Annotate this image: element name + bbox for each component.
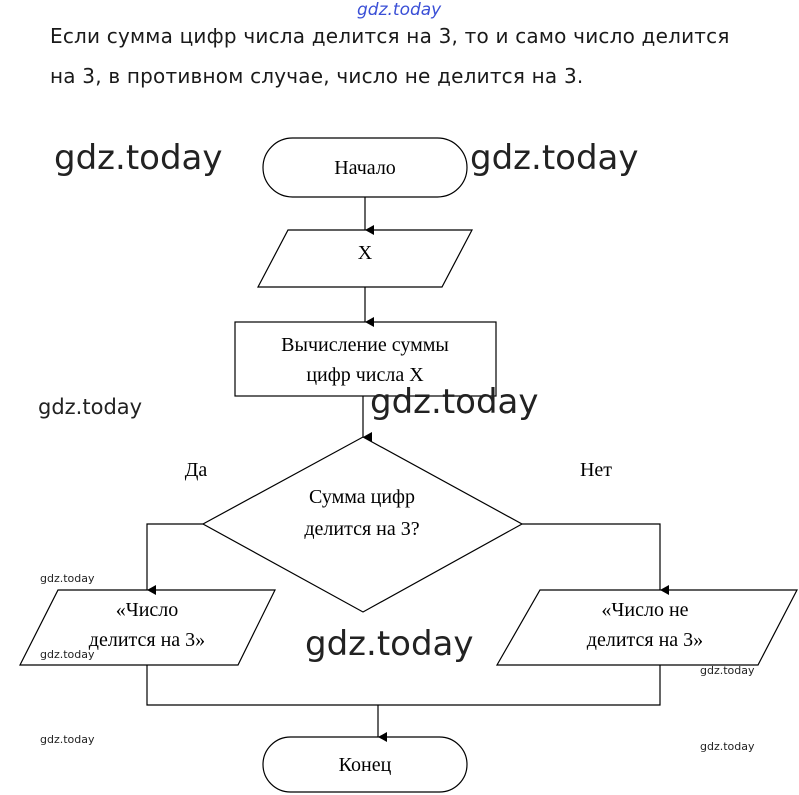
yes-output-label-2: делится на 3» bbox=[89, 629, 205, 651]
no-branch-line bbox=[522, 523, 669, 595]
intro-line-1: Если сумма цифр числа делится на 3, то и… bbox=[50, 24, 730, 48]
no-output-label-1: «Число не bbox=[601, 599, 688, 621]
decision-label-1: Сумма цифр bbox=[309, 486, 415, 508]
decision-diamond bbox=[201, 436, 524, 613]
no-output-parallelogram bbox=[495, 589, 798, 666]
merge-line bbox=[146, 665, 661, 706]
watermark-top: gdz.today bbox=[357, 0, 442, 20]
watermark: gdz.today bbox=[40, 572, 95, 585]
watermark: gdz.today bbox=[305, 624, 474, 664]
process-label-1: Вычисление суммы bbox=[281, 334, 449, 356]
end-label: Конец bbox=[339, 754, 392, 776]
watermark: gdz.today bbox=[470, 138, 639, 178]
input-parallelogram bbox=[257, 229, 473, 288]
no-output-label-2: делится на 3» bbox=[587, 629, 703, 651]
watermark: gdz.today bbox=[40, 733, 95, 746]
end-terminator bbox=[262, 736, 468, 793]
decision-label-2: делится на 3? bbox=[304, 518, 419, 540]
watermark: gdz.today bbox=[370, 382, 539, 422]
watermark: gdz.today bbox=[700, 740, 755, 753]
no-label: Нет bbox=[580, 459, 612, 481]
input-label: X bbox=[358, 242, 373, 264]
yes-output-label-1: «Число bbox=[116, 599, 179, 621]
yes-output-parallelogram bbox=[19, 589, 276, 666]
watermark: gdz.today bbox=[700, 664, 755, 677]
yes-label: Да bbox=[185, 459, 208, 481]
process-label-2: цифр числа X bbox=[306, 364, 424, 386]
yes-branch-line bbox=[146, 523, 203, 595]
watermark: gdz.today bbox=[54, 138, 223, 178]
watermark: gdz.today bbox=[38, 395, 143, 419]
start-label: Начало bbox=[334, 157, 396, 179]
intro-line-2: на 3, в противном случае, число не делит… bbox=[50, 64, 584, 88]
process-box bbox=[234, 321, 497, 397]
watermark: gdz.today bbox=[40, 648, 95, 661]
